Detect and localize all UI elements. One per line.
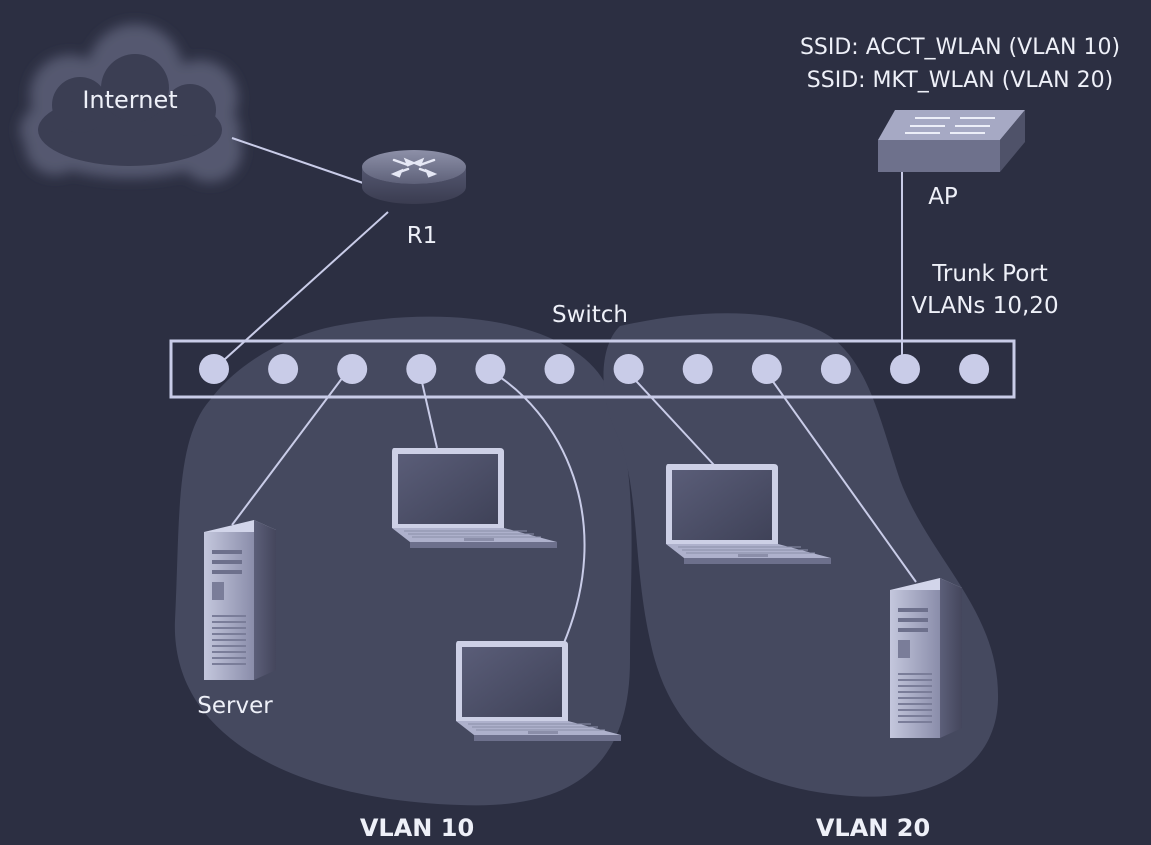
link-server1 — [231, 368, 350, 526]
switch-port — [613, 354, 644, 384]
vlan20-label: VLAN 20 — [816, 814, 930, 842]
switch-port — [337, 354, 368, 384]
access-point-icon — [878, 110, 1025, 172]
switch-bar — [169, 339, 1016, 399]
link-internet-r1 — [231, 137, 367, 185]
cloud-icon — [20, 24, 242, 182]
link-laptop2 — [624, 368, 715, 466]
switch-port — [751, 354, 782, 384]
switch-port — [406, 354, 437, 384]
ssid-mkt-label: SSID: MKT_WLAN (VLAN 20) — [807, 68, 1113, 93]
switch-port — [682, 354, 713, 384]
internet-label: Internet — [82, 86, 177, 114]
switch-port — [890, 354, 920, 384]
vlan10-label: VLAN 10 — [360, 814, 474, 842]
router-icon — [362, 150, 466, 204]
link-server2 — [763, 368, 917, 583]
server-label: Server — [197, 693, 273, 719]
server-tower-icon — [204, 520, 276, 680]
switch-port — [544, 354, 575, 384]
link-r1-switch — [213, 211, 389, 370]
router-label: R1 — [407, 223, 438, 249]
switch-port — [199, 354, 229, 384]
switch-label: Switch — [552, 302, 628, 328]
trunk-port-label: Trunk Port — [931, 261, 1048, 287]
server-tower-icon — [890, 578, 962, 738]
switch-port — [820, 354, 851, 384]
switch-ports — [199, 354, 990, 384]
switch-port — [475, 354, 506, 384]
switch-port — [268, 354, 299, 384]
switch-port — [959, 354, 990, 384]
trunk-vlans-label: VLANs 10,20 — [911, 293, 1058, 319]
ap-label: AP — [928, 184, 958, 210]
ssid-acct-label: SSID: ACCT_WLAN (VLAN 10) — [800, 35, 1120, 60]
connection-lines — [213, 137, 917, 653]
link-laptop3 — [486, 368, 586, 653]
